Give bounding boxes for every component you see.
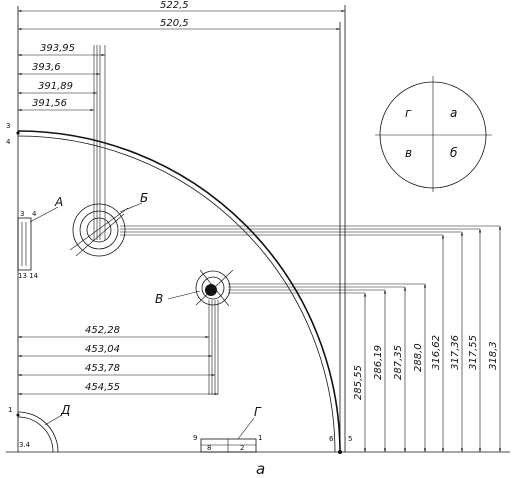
dim-391-89: 391,89	[38, 81, 73, 92]
dim-453-04: 453,04	[85, 344, 120, 355]
element-a-13-14: 13 14	[18, 272, 39, 280]
element-d-arc-inner	[17, 416, 54, 453]
label-d: Д	[60, 403, 70, 417]
label-a: А	[54, 195, 63, 209]
point-dot-top	[16, 131, 20, 135]
element-a-body	[17, 217, 32, 271]
element-g-body	[200, 438, 257, 453]
label-b: Б	[140, 191, 148, 205]
point-6: 6	[329, 435, 334, 443]
element-g-2: 2	[240, 444, 244, 452]
dim-452-28: 452,28	[85, 325, 120, 336]
ring-v-mid	[201, 276, 225, 300]
leader-g	[237, 417, 255, 440]
quadrant-v-label: в	[405, 146, 412, 160]
ring-b-inner	[86, 217, 112, 243]
element-a-4: 4	[32, 210, 37, 218]
element-g-9: 9	[193, 434, 197, 442]
dim-522: 522,5	[160, 0, 189, 11]
dim-393-6: 393,6	[32, 62, 61, 73]
ring-v-outer	[195, 270, 231, 306]
ring-b-outer	[72, 203, 126, 257]
vdim-label-317-55: 317,55	[468, 335, 479, 370]
leader-b	[119, 202, 143, 213]
dim-454-55: 454,55	[85, 382, 120, 393]
ring-b-diag1	[69, 207, 129, 251]
quarter-arc-outer	[17, 130, 341, 453]
ring-b-diag2	[75, 213, 125, 257]
element-d-dot	[16, 413, 20, 417]
point-4-top: 4	[6, 138, 11, 146]
right-dim-group	[363, 226, 502, 452]
quarter-arc-inner	[17, 135, 336, 453]
dim-391-56: 391,56	[32, 98, 67, 109]
label-g: Г	[254, 405, 262, 419]
figure-caption: а	[256, 460, 265, 478]
element-d-3-4: 3.4	[19, 441, 31, 449]
ring-b-mid	[79, 210, 119, 250]
element-g-8: 8	[207, 444, 211, 452]
label-v: В	[155, 292, 163, 306]
leader-a	[29, 206, 59, 223]
element-a-3: 3	[20, 210, 24, 218]
quadrant-a: а	[450, 106, 457, 120]
vdim-label-287-35: 287,35	[393, 345, 404, 380]
point-5: 5	[348, 435, 352, 443]
vdim-label-318-3: 318,3	[488, 341, 499, 370]
element-d-1: 1	[8, 406, 12, 414]
ring-v-diag2	[199, 269, 230, 307]
vdim-label-316-62: 316,62	[431, 335, 442, 370]
element-d-arc-outer	[17, 411, 59, 453]
quadrant-g: г	[405, 106, 412, 120]
leader-d	[44, 414, 63, 426]
ring-v-diag1	[195, 269, 234, 306]
leader-v	[167, 290, 201, 300]
dim-393-95: 393,95	[40, 43, 75, 54]
vdim-label-285-55: 285,55	[353, 365, 364, 400]
quadrant-b: б	[450, 146, 458, 160]
vdim-label-286-19: 286,19	[373, 345, 384, 380]
dim-520: 520,5	[160, 18, 189, 29]
vdim-label-317-36: 317,36	[450, 335, 461, 370]
element-g-1: 1	[258, 434, 262, 442]
vdim-label-288-0: 288,0	[413, 343, 424, 372]
ring-v-inner	[205, 284, 217, 296]
point-dot-bottom	[338, 450, 342, 454]
point-3-top: 3	[6, 122, 10, 130]
dim-453-78: 453,78	[85, 363, 120, 374]
